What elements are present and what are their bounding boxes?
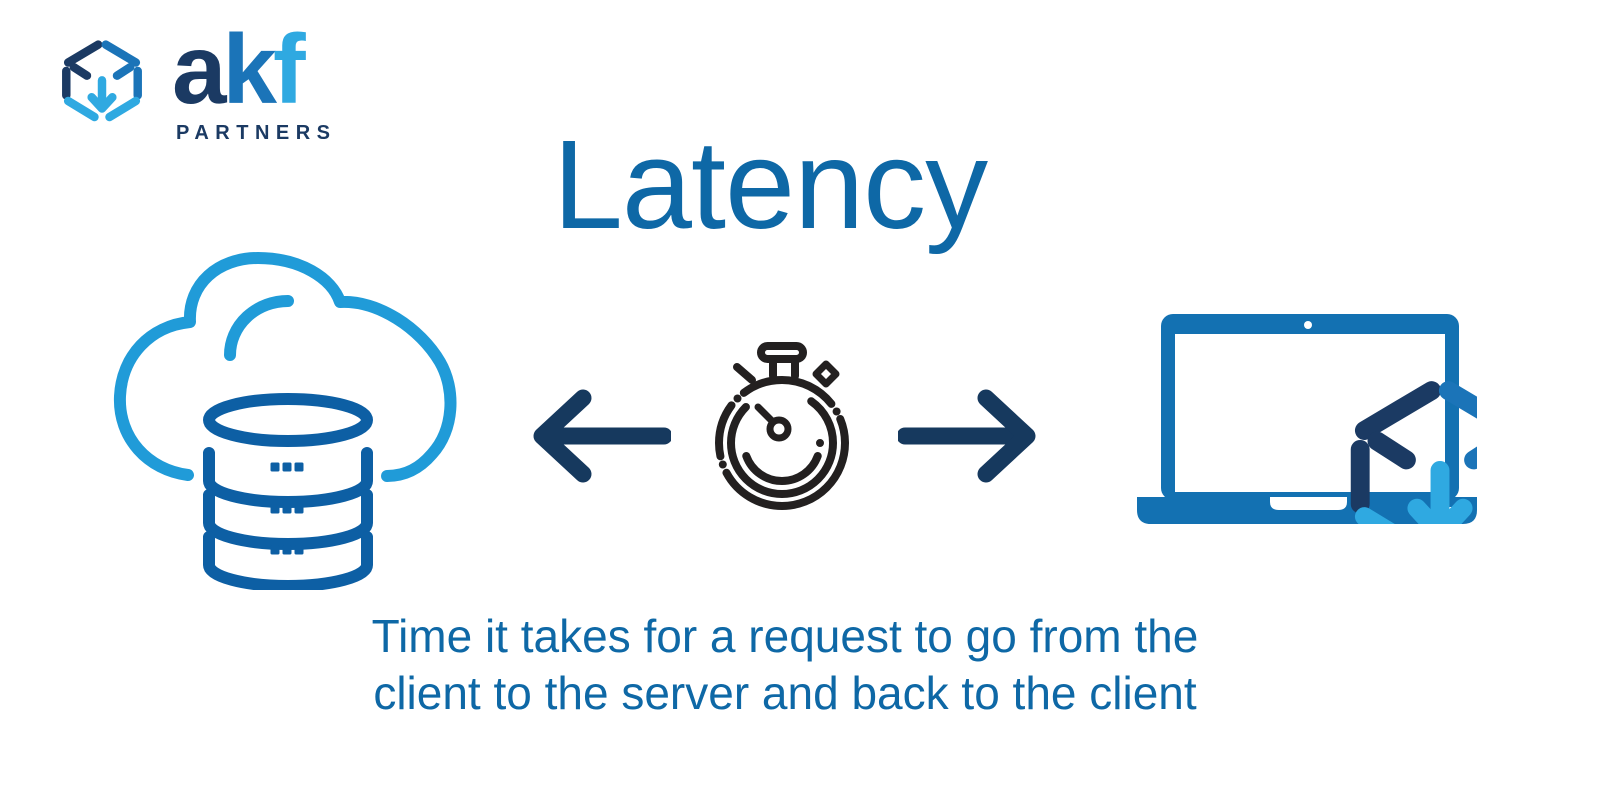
arrow-right-icon [898, 384, 1043, 488]
logo-letter-k: k [222, 14, 277, 124]
logo-wordmark: akf [172, 20, 337, 118]
page-title: Latency [552, 114, 988, 255]
logo-letter-a: a [172, 14, 226, 124]
akf-logo-text: akf PARTNERS [172, 20, 337, 145]
stopwatch-icon [712, 330, 852, 512]
logo-letter-f: f [273, 14, 306, 124]
arrow-left-icon [526, 384, 671, 488]
cloud-database-icon [110, 250, 460, 590]
caption: Time it takes for a request to go from t… [0, 608, 1570, 722]
logo-partners-label: PARTNERS [176, 122, 337, 144]
laptop-with-akf-logo-icon [1137, 314, 1477, 524]
caption-line-1: Time it takes for a request to go from t… [371, 610, 1199, 662]
caption-line-2: client to the server and back to the cli… [373, 667, 1197, 719]
